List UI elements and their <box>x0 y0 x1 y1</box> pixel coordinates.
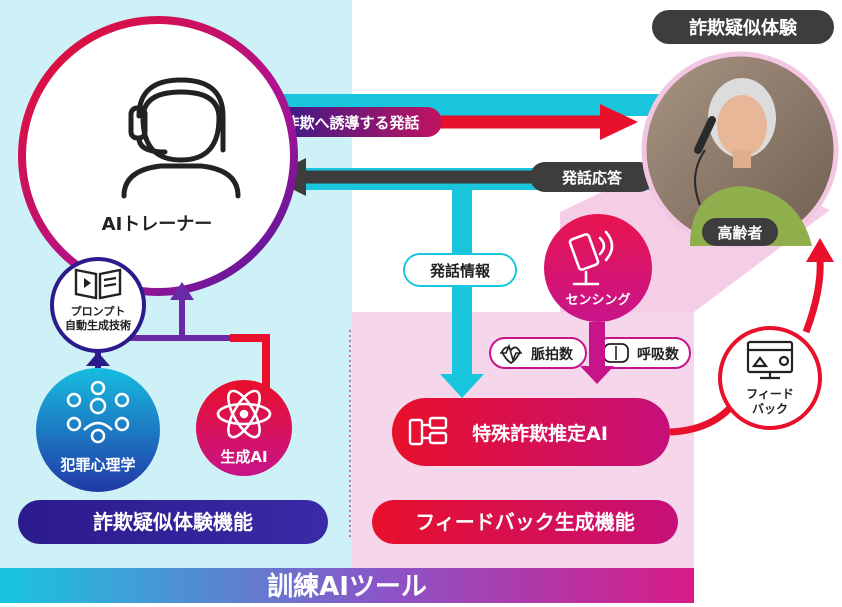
generative-ai-node: 生成AI <box>196 380 292 476</box>
fraud-ai-label: 特殊詐欺推定AI <box>472 422 608 445</box>
prompt-generation-node: プロンプト 自動生成技術 <box>50 257 146 353</box>
feedback-arrow-out <box>802 257 824 334</box>
speech-info-label: 発話情報 <box>429 262 491 280</box>
elderly-label: 高齢者 <box>717 224 762 242</box>
tool-name-band <box>0 568 694 603</box>
sensing-arrowhead <box>580 366 614 384</box>
speech-response-pill <box>530 162 654 192</box>
sensing-node: センシング <box>544 214 652 322</box>
speech-response-label: 発話応答 <box>561 169 623 187</box>
atom-icon <box>216 389 272 439</box>
pulse-label: 脈拍数 <box>531 346 574 363</box>
sensing-label: センシング <box>565 292 630 308</box>
induce-speech-arrowhead <box>600 104 638 140</box>
speech-info-arrowhead <box>440 374 484 398</box>
wireless-sensor-icon <box>568 230 614 286</box>
feedback-function-label: フィードバック生成機能 <box>415 510 635 534</box>
ai-trainer-label: AIトレーナー <box>102 214 213 235</box>
speech-info-pill <box>403 253 517 287</box>
elderly-label-pill <box>702 218 778 246</box>
scam-simulation-title: 詐欺疑似体験 <box>689 17 798 39</box>
pulse-wave-icon <box>500 343 522 363</box>
psychology-arrowhead <box>86 352 110 366</box>
pulse-pill: 脈拍数 <box>489 337 587 369</box>
feedback-label-line1: フィード <box>746 387 794 401</box>
generative-ai-circle <box>196 380 292 476</box>
induce-speech-label: 詐欺へ誘導する発話 <box>284 114 419 132</box>
feedback-arrowhead <box>806 238 834 262</box>
scam-simulation-pill <box>652 10 834 44</box>
report-screen-icon <box>746 340 794 380</box>
feedback-label-line2: バック <box>752 402 788 416</box>
flowchart-icon <box>408 416 448 446</box>
induce-speech-pill <box>262 107 442 137</box>
scam-simulation-node: 詐欺疑似体験 高齢者 <box>641 10 839 249</box>
network-people-icon <box>66 380 130 444</box>
book-icon <box>74 268 122 300</box>
sensing-arrow-line <box>589 322 605 370</box>
prompt-label-line2: 自動生成技術 <box>65 318 131 332</box>
feedback-function-pill <box>372 500 678 544</box>
scam-simulation-function-pill <box>18 500 328 544</box>
operator-headset-icon <box>121 77 241 199</box>
criminal-psychology-label: 犯罪心理学 <box>59 456 135 474</box>
feedback-node: フィード バック <box>718 326 822 430</box>
prompt-label-line1: プロンプト <box>71 304 126 318</box>
scam-simulation-function-label: 詐欺疑似体験機能 <box>93 510 253 534</box>
respiration-label: 呼吸数 <box>637 346 680 363</box>
prompt-connector-arrowhead <box>170 282 194 300</box>
ai-trainer-node: AIトレーナー <box>18 16 298 296</box>
criminal-psychology-node: 犯罪心理学 <box>36 368 160 492</box>
tool-name-label: 訓練AIツール <box>267 571 427 602</box>
generative-ai-label: 生成AI <box>220 448 267 466</box>
fraud-ai-pill <box>392 398 670 466</box>
respiration-pill: 呼吸数 <box>593 337 691 369</box>
